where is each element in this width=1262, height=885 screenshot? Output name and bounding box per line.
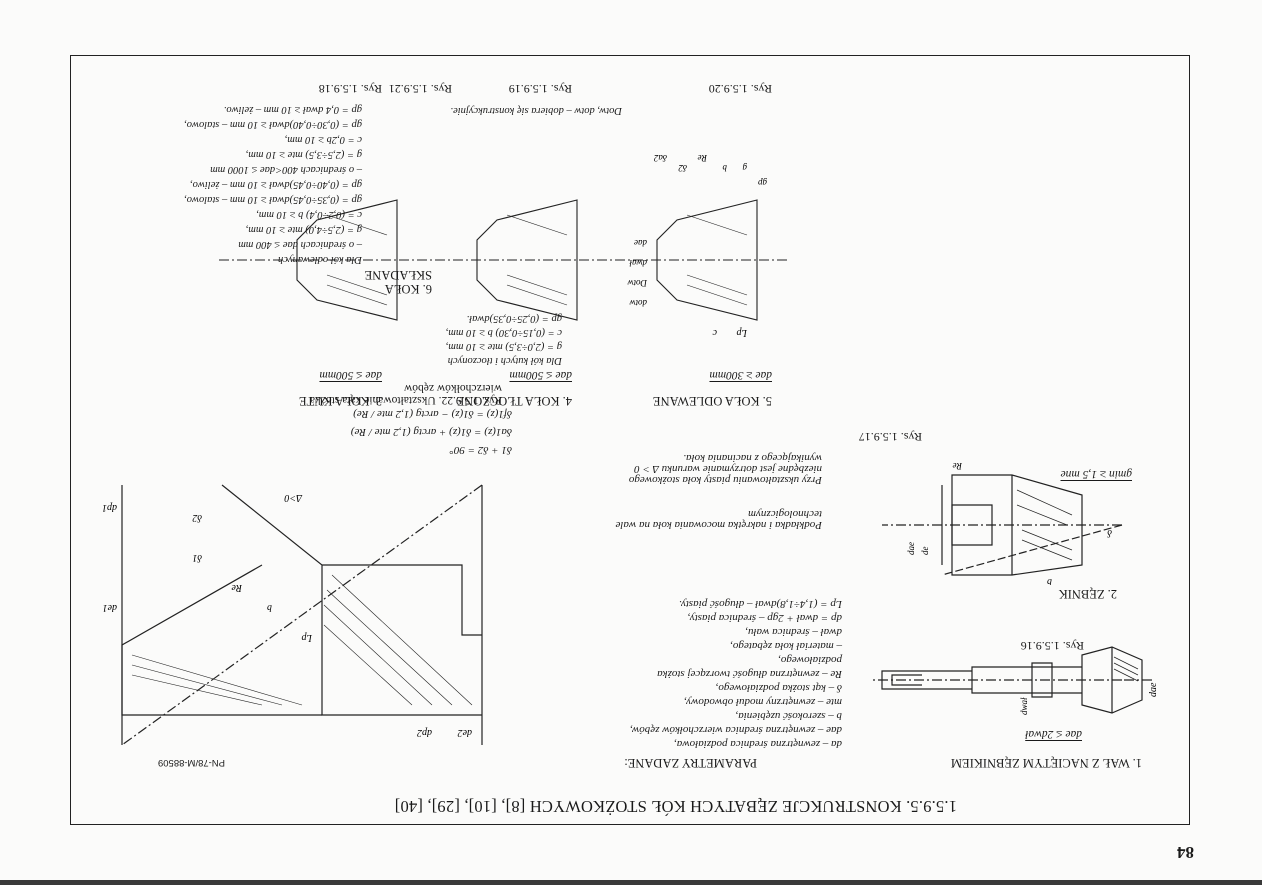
s6-line-10: gp = 0,4 dwał ≥ 10 mm – żeliwo. [223,104,362,115]
s6-line-3: c = (0,2÷0,4) b ≥ 10 mm, [256,209,362,220]
fig22-delta2: δ2 [192,512,202,523]
gear-delta2-label: δ2 [678,163,687,173]
fig22-Delta: Δ>0 [284,492,303,503]
s6-line-1: – o średnicach dae ≤ 400 mm [238,239,362,250]
fig22-eq3: δf1(z) = δ1(z) − arctg (1,2 mte / Re) [353,408,512,420]
page-number: 84 [1177,843,1194,862]
s6-line-2: g = (2,5÷4,0) mte ≥ 10 mm, [245,224,362,235]
gear-g-label: g [742,163,747,173]
s6-line-5: gp = (0,40÷0,45)dwał ≥ 10 mm – żeliwo, [189,179,362,190]
standard-number: PN-78/M-88509 [157,757,225,768]
forged-params: Dla kół kutych i tłoczonych g = (2,0÷3,5… [392,311,562,367]
param-line-2: b – szerokość uzębienia, [735,710,842,722]
fig22-dae2: de2 [458,727,472,738]
gear-lp-label: Lp [736,327,748,338]
gear-dwal-label: dwał [629,258,647,268]
s6-line-9: gp = (0,30÷0,40)dwał ≥ 10 mm – stalowo, [184,119,362,130]
s6-line-8: c = 0,2b ≥ 10 mm, [284,134,362,145]
fig-1-5-9-21: Rys. 1.5.9.21 [388,82,452,96]
gear-dae-label: dae [634,238,647,248]
note-tech: Podkładka i nakrętka mocowania koła na w… [615,508,822,531]
param-line-0: da – zewnętrzna średnica podziałowa, [674,738,842,750]
s2-re-label: Re [953,461,964,471]
fig22-dp2: dp2 [417,727,432,738]
section5-condition: dae ≥ 300mm [709,369,772,381]
section4-condition: dae ≤ 500mm [509,369,572,381]
param-line-8: dp = dwał + 2gp – średnica piasty, [687,612,842,624]
bevel-pair-drawing: de2 dp2 de1 dp1 Lp b δ1 δ2 Re Δ>0 [102,484,483,746]
gear-big-dotw-label: Dotw [627,278,648,288]
gear-gp-label: gp [758,178,768,188]
fig-1-5-9-18: Rys. 1.5.9.18 [318,82,382,96]
forged-line-2: gp = (0,25÷0,35)dwał. [466,313,562,324]
section5-title: 5. KOŁA ODLEWANE [652,394,772,408]
pinion-drawing: b de dae δ Re [882,461,1123,585]
shaft-pinion-drawing: dae dwał [872,646,1159,715]
note-hub: Przy ukształtowaniu piasty koła stożkowe… [628,452,822,486]
parametry-title: PARAMETRY ZADANE: [624,756,757,770]
scan-edge-line [0,880,1262,885]
fig22-lp: Lp [301,632,313,643]
section6-title-2: SKŁADANE [364,268,432,282]
s1-dwal-label: dwał [1019,697,1029,715]
parametry-list: da – zewnętrzna średnica podziałowa, dae… [592,597,842,751]
forged-params-title: Dla kół kutych i tłoczonych [447,355,562,366]
s6-line-6: – o średnicach 400<dae ≤ 1000 mm [210,164,362,175]
fig22-eq2: δa1(z) = δ1(z) + arctg (1,2 mte / Re) [350,426,512,438]
fig22-title: Rys. 1.5.9.22. Ukształtowanie kąta stożk… [309,382,502,407]
forged-line-0: g = (2,0÷3,5) mte ≥ 10 mm, [445,341,562,352]
s2-dae-label: dae [906,542,916,555]
param-line-3: mte – zewnętrzny moduł obwodowy, [684,696,842,708]
gear-dotw-label: dotw [629,298,647,308]
param-line-5: Re – zewnętrzna długość tworzącej stożka… [657,654,842,680]
s6-line-4: gp = (0,35÷0,45)dwał ≥ 10 mm – stalowo, [184,194,362,205]
gear-delta-a2-label: δa2 [653,153,667,163]
gear-b-label: b [722,163,727,173]
fig22-b: b [267,602,272,613]
fig-1-5-9-17: Rys. 1.5.9.17 [858,430,922,444]
param-line-4: δ – kąt stożka podziałowego, [715,682,842,694]
fig22-dp1: dp1 [102,502,117,513]
fig22-de1: de1 [103,602,117,613]
section6-params: Dla kół odlewanych – o średnicach dae ≤ … [122,102,362,267]
s6-line-7: g = (2,5÷3,5) mte ≥ 10 mm, [245,149,362,160]
s1-dae-label: dae [1148,682,1159,697]
param-line-9: Lp = (1,4÷1,8)dwał – długość piasty. [678,598,842,610]
s2-de-label: de [920,547,930,556]
fig22-eq1: δ1 + δ2 = 90° [449,444,512,456]
section6-title-1: 6. KOŁA [384,282,432,296]
fig22-delta1: δ1 [192,552,202,563]
s2-b-label: b [1047,576,1052,585]
page-title: 1.5.9.5. KONSTRUKCJE ZĘBATYCH KÓŁ STOŻKO… [394,797,957,816]
fig22-re: Re [231,582,243,593]
section2-title: 2. ZĘBNIK [1058,587,1117,601]
fig-1-5-9-20: Rys. 1.5.9.20 [708,82,772,96]
gear-c-label: c [712,327,717,338]
gear-re-label: Re [698,153,709,163]
section3-condition: dae ≤ 500mm [319,369,382,381]
section1-condition: dae ≤ 2dwał [1025,728,1082,740]
forged-line-1: c = (0,15÷0,30) b ≥ 10 mm, [445,327,562,338]
s6-line-0: Dla kół odlewanych [278,254,362,265]
gears-3-5-drawing: Lp c dotw Dotw dwał dae gp g b Re δ2 δa2 [217,153,787,338]
fig-1-5-9-19: Rys. 1.5.9.19 [508,82,572,96]
param-line-1: dae – zewnętrzna średnica wierzchołków z… [629,724,842,736]
param-line-7: dwał – średnica wału, [745,626,842,638]
param-line-6: – materiał koła zębatego, [730,640,842,652]
s2-delta-label: δ [1107,527,1112,538]
section1-title: 1. WAŁ Z NACIĘTYM ZĘBNIKIEM [950,756,1142,770]
